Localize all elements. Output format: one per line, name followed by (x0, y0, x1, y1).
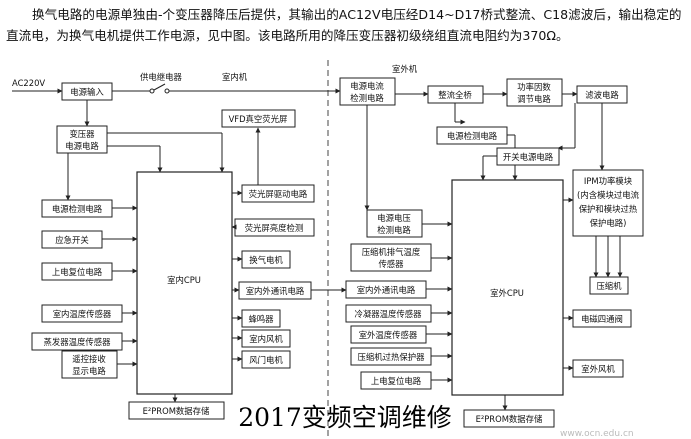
svg-text:E²PROM数据存储: E²PROM数据存储 (143, 406, 210, 416)
intro-paragraph: 换气电路的电源单独由-个变压器降压后提供，其输出的AC12V电压经D14~D17… (6, 7, 682, 43)
ac220-label: AC220V (12, 78, 45, 88)
svg-text:室内CPU: 室内CPU (167, 275, 201, 285)
svg-text:压缩机过热保护器: 压缩机过热保护器 (358, 352, 426, 362)
voltage-detect-box: 电源电压 检测电路 (366, 209, 423, 238)
indoor-power-detect-box: 电源检测电路 (41, 199, 113, 218)
buzzer-box: 蜂鸣器 (241, 309, 281, 328)
svg-text:压缩机: 压缩机 (596, 281, 622, 291)
site-watermark: www.ocn.edu.cn (560, 429, 634, 439)
svg-text:电源电流: 电源电流 (350, 81, 384, 91)
svg-text:室外温度传感器: 室外温度传感器 (359, 330, 418, 340)
svg-text:调节电路: 调节电路 (517, 94, 551, 104)
condenser-temp-sensor-box: 冷凝器温度传感器 (345, 304, 432, 323)
indoor-temp-sensor-box: 室内温度传感器 (41, 304, 123, 323)
compressor-exhaust-sensor-box: 压缩机排气温度 传感器 (350, 243, 432, 272)
outdoor-power-detect-box: 电源检测电路 (436, 126, 508, 145)
svg-text:室内温度传感器: 室内温度传感器 (53, 309, 112, 319)
remote-receiver-box: 遥控接收 显示电路 (61, 350, 118, 379)
power-input-box: 电源输入 (61, 82, 113, 101)
relay-switch-icon (153, 83, 166, 91)
svg-text:电源电压: 电源电压 (377, 213, 411, 223)
svg-text:滤波电路: 滤波电路 (585, 90, 619, 100)
svg-text:上电复位电路: 上电复位电路 (52, 267, 103, 277)
outdoor-temp-sensor-box: 室外温度传感器 (350, 325, 427, 344)
svg-text:室外CPU: 室外CPU (490, 288, 524, 298)
svg-text:电源输入: 电源输入 (70, 87, 104, 97)
svg-text:冷凝器温度传感器: 冷凝器温度传感器 (355, 309, 423, 319)
svg-text:开关电源电路: 开关电源电路 (503, 152, 554, 162)
svg-text:IPM功率模块: IPM功率模块 (584, 176, 633, 186)
relay-label: 供电继电器 (140, 72, 182, 82)
svg-text:电源检测电路: 电源检测电路 (447, 131, 498, 141)
svg-text:遥控接收: 遥控接收 (72, 354, 106, 364)
outdoor-fan-box: 室外风机 (572, 359, 624, 378)
svg-text:压缩机排气温度: 压缩机排气温度 (362, 247, 421, 257)
switch-power-box: 开关电源电路 (496, 147, 560, 166)
svg-text:E²PROM数据存储: E²PROM数据存储 (476, 414, 543, 424)
indoor-label: 室内机 (222, 72, 248, 82)
svg-text:检测电路: 检测电路 (350, 93, 384, 103)
svg-text:(内含模块过电流: (内含模块过电流 (577, 190, 640, 200)
svg-text:电源电路: 电源电路 (65, 141, 99, 151)
svg-text:保护和模块过热: 保护和模块过热 (579, 204, 638, 214)
svg-text:室内外通讯电路: 室内外通讯电路 (246, 286, 305, 296)
svg-text:室外风机: 室外风机 (581, 364, 615, 374)
outdoor-label: 室外机 (392, 64, 418, 74)
outdoor-eeprom-box: E²PROM数据存储 (463, 409, 555, 428)
svg-text:保护电路): 保护电路) (590, 218, 627, 228)
svg-text:变压器: 变压器 (69, 129, 95, 139)
current-detect-box: 电源电流 检测电路 (339, 77, 396, 106)
filter-box: 滤波电路 (576, 85, 628, 104)
svg-text:检测电路: 检测电路 (377, 225, 411, 235)
svg-text:传感器: 传感器 (378, 259, 404, 269)
rectifier-box: 整流全桥 (427, 85, 484, 104)
indoor-comm-box: 室内外通讯电路 (238, 281, 312, 300)
svg-text:显示电路: 显示电路 (72, 366, 106, 376)
indoor-reset-box: 上电复位电路 (41, 262, 113, 281)
compressor-overheat-box: 压缩机过热保护器 (350, 347, 432, 366)
evaporator-temp-sensor-box: 蒸发器温度传感器 (31, 332, 123, 351)
svg-text:荧光屏驱动电路: 荧光屏驱动电路 (249, 189, 308, 199)
svg-text:换气电机: 换气电机 (249, 255, 283, 265)
svg-text:电磁四通阀: 电磁四通阀 (581, 314, 623, 324)
svg-text:VFD真空荧光屏: VFD真空荧光屏 (229, 114, 288, 124)
vfd-brightness-box: 荧光屏亮度检测 (234, 218, 315, 237)
vfd-drive-box: 荧光屏驱动电路 (241, 184, 315, 203)
svg-text:室内外通讯电路: 室内外通讯电路 (357, 285, 416, 295)
compressor-box: 压缩机 (589, 276, 629, 295)
svg-text:整流全桥: 整流全桥 (438, 90, 472, 100)
vfd-box: VFD真空荧光屏 (221, 109, 296, 128)
outdoor-comm-box: 室内外通讯电路 (345, 280, 427, 299)
pfc-box: 功率因数 调节电路 (506, 78, 563, 107)
svg-text:电源检测电路: 电源检测电路 (52, 204, 103, 214)
vent-motor-box: 换气电机 (241, 250, 291, 269)
outdoor-cpu-box: 室外CPU (451, 179, 564, 396)
svg-text:功率因数: 功率因数 (517, 82, 551, 92)
watermark-text: 2017变频空调维修 (238, 403, 452, 432)
svg-text:室内风机: 室内风机 (249, 334, 283, 344)
outdoor-reset-box: 上电复位电路 (360, 371, 432, 390)
four-way-valve-box: 电磁四通阀 (572, 309, 632, 328)
transformer-box: 变压器 电源电路 (56, 125, 108, 154)
svg-text:蒸发器温度传感器: 蒸发器温度传感器 (44, 337, 112, 347)
svg-text:蜂鸣器: 蜂鸣器 (248, 314, 274, 324)
ipm-module-box: IPM功率模块 (内含模块过电流 保护和模块过热 保护电路) (572, 169, 644, 237)
indoor-fan-box: 室内风机 (241, 329, 291, 348)
door-motor-box: 风门电机 (241, 350, 291, 369)
svg-text:风门电机: 风门电机 (249, 355, 283, 365)
indoor-cpu-box: 室内CPU (136, 171, 233, 395)
svg-text:上电复位电路: 上电复位电路 (371, 376, 422, 386)
svg-text:应急开关: 应急开关 (55, 235, 89, 245)
indoor-eeprom-box: E²PROM数据存储 (128, 401, 225, 420)
emergency-switch-box: 应急开关 (41, 230, 103, 249)
svg-text:荧光屏亮度检测: 荧光屏亮度检测 (245, 223, 304, 233)
